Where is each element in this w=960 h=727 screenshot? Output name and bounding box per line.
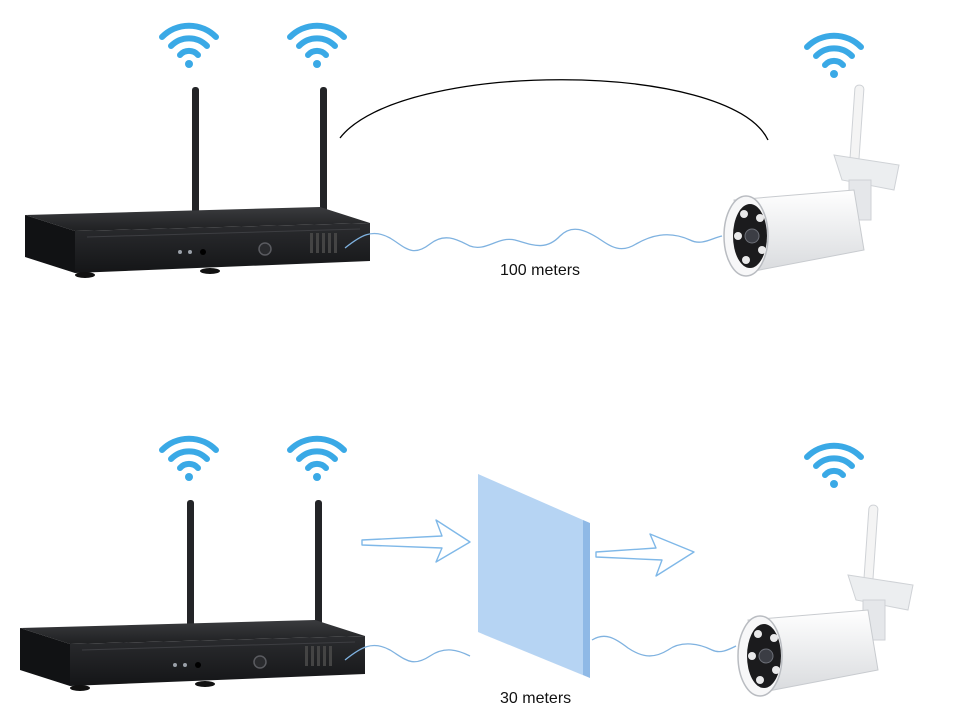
nvr-recorder	[24, 86, 371, 279]
nvr-recorder	[19, 499, 366, 692]
distance-label-top: 100 meters	[500, 262, 581, 279]
signal-arrow	[361, 519, 471, 563]
signal-wave	[344, 644, 471, 663]
glass-obstacle	[478, 474, 590, 678]
distance-label-bottom: 30 meters	[500, 690, 572, 707]
wifi-icon	[290, 26, 344, 68]
wifi-icon	[162, 439, 216, 481]
signal-wave	[344, 228, 723, 252]
wireless-camera	[737, 504, 914, 697]
wifi-icon	[162, 26, 216, 68]
wifi-icon	[290, 439, 344, 481]
signal-arrow	[595, 533, 695, 577]
wifi-icon	[807, 36, 861, 78]
signal-wave	[591, 635, 737, 657]
scenario-bottom	[19, 439, 914, 697]
wifi-icon	[807, 446, 861, 488]
scenario-top	[24, 26, 900, 279]
signal-arc	[339, 79, 769, 141]
wireless-camera	[723, 84, 900, 277]
